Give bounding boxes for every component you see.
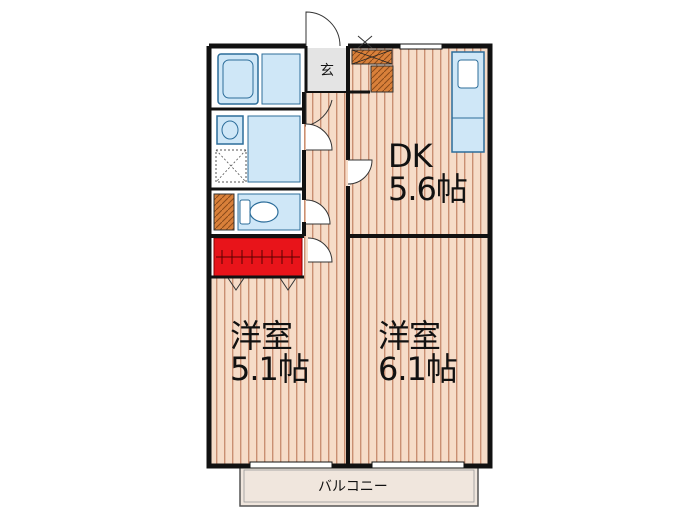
washroom	[211, 110, 304, 188]
entrance-label: 玄	[320, 63, 334, 79]
kitchen	[451, 51, 485, 153]
room-label-western1: 洋室 5.1帖	[230, 317, 310, 388]
entrance-floor	[306, 48, 348, 92]
room-western1-floor	[211, 278, 348, 464]
room-western1-size: 5.1帖	[230, 349, 310, 388]
balcony-label: バルコニー	[318, 479, 388, 495]
shoe-cabinet-icon	[351, 49, 394, 93]
balcony	[239, 465, 479, 507]
closet	[213, 237, 303, 277]
room-western2-size: 6.1帖	[378, 349, 458, 388]
room-western1-name: 洋室	[230, 317, 293, 355]
kitchen-sink-icon	[451, 51, 485, 153]
bathtub-icon	[217, 53, 259, 105]
room-label-western2: 洋室 6.1帖	[378, 317, 458, 388]
windows	[249, 43, 465, 469]
room-western2-name: 洋室	[378, 317, 441, 355]
walls	[206, 43, 493, 469]
toilet-icon	[237, 193, 301, 231]
door-swing-icon	[227, 11, 373, 291]
bathroom	[211, 48, 304, 108]
room-dk-name: DK	[388, 137, 433, 175]
room-dk-size: 5.6帖	[388, 169, 468, 208]
room-label-dk: DK 5.6帖	[388, 137, 468, 208]
entrance-step	[306, 35, 373, 93]
toilet-room	[211, 190, 304, 234]
washbasin-icon	[216, 115, 244, 145]
washing-machine-icon	[215, 149, 247, 183]
room-western2-floor	[350, 238, 488, 464]
